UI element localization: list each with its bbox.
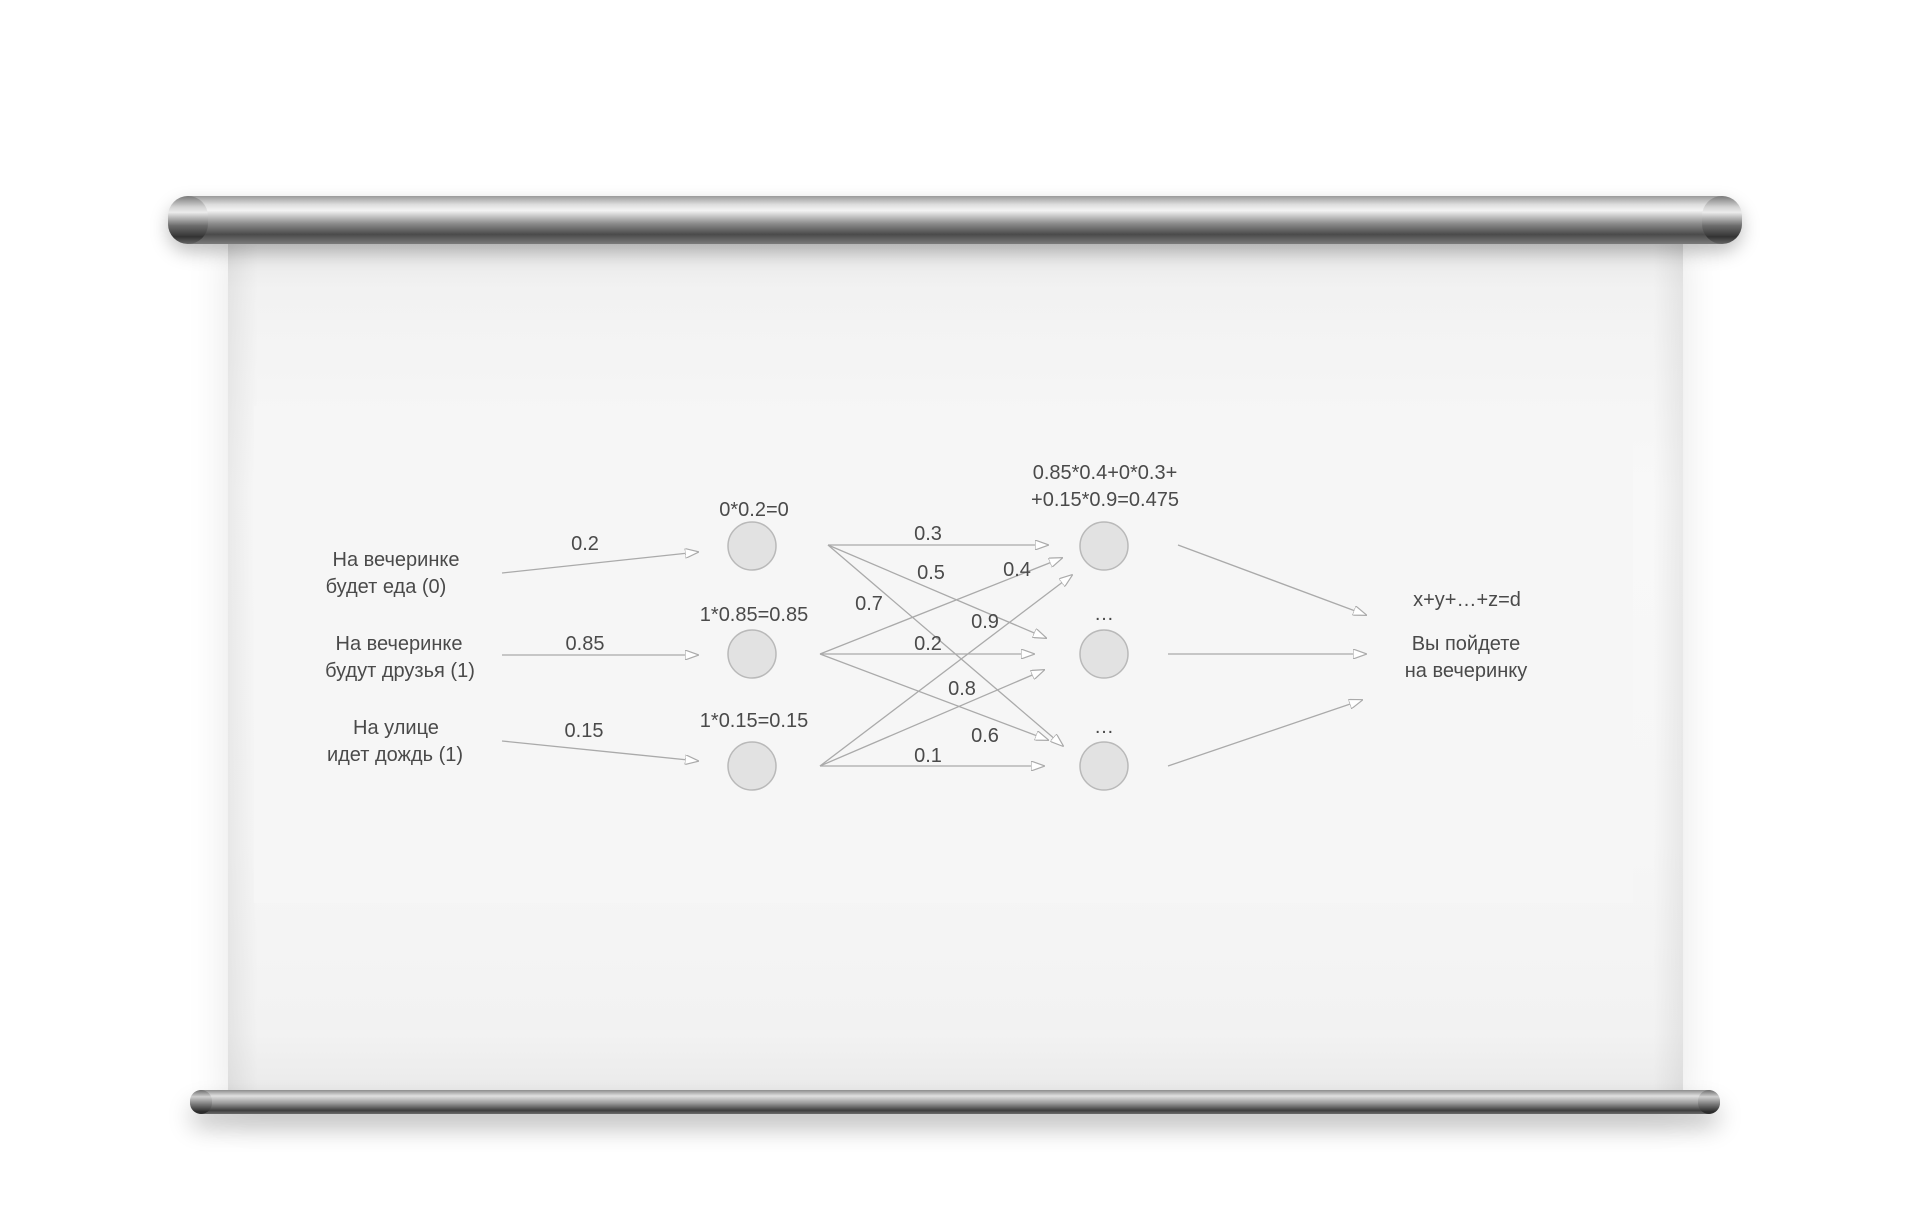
input-1-line2: будет еда (0) — [326, 576, 447, 598]
weight-hidden-8: 0.6 — [971, 725, 999, 747]
input-2-line1: На вечеринке — [336, 633, 463, 655]
layer2-label-top-line2: +0.15*0.9=0.475 — [1031, 489, 1179, 511]
weight-hidden-3: 0.4 — [1003, 559, 1031, 581]
layer1-label-1: 0*0.2=0 — [719, 499, 789, 521]
output-line2: на вечеринку — [1405, 660, 1527, 682]
edge-input3-n3 — [501, 740, 698, 761]
screen-bottom-bar — [190, 1090, 1720, 1114]
weight-hidden-7: 0.8 — [948, 678, 976, 700]
edge-n3-m2 — [819, 670, 1044, 767]
edge-n2-m3 — [819, 653, 1048, 740]
screen-top-roller — [168, 196, 1742, 244]
edge-input1-n1 — [501, 552, 698, 574]
input-1-line1: На вечеринке — [333, 549, 460, 571]
input-3-line1: На улице — [353, 717, 439, 739]
layer2-node-2 — [1079, 629, 1129, 679]
input-3-line2: идет дождь (1) — [327, 744, 463, 766]
edge-n2-m1 — [819, 558, 1062, 655]
weight-input-3: 0.15 — [565, 720, 604, 742]
weight-input-1: 0.2 — [571, 533, 599, 555]
roller-right-cap — [1702, 196, 1742, 244]
weight-hidden-5: 0.9 — [971, 611, 999, 633]
weight-hidden-2: 0.5 — [917, 562, 945, 584]
layer2-node-1 — [1079, 521, 1129, 571]
layer1-node-3 — [727, 741, 777, 791]
bar-left-cap — [190, 1090, 212, 1114]
input-2-line2: будут друзья (1) — [325, 660, 475, 682]
weight-hidden-9: 0.1 — [914, 745, 942, 767]
weight-hidden-6: 0.2 — [914, 633, 942, 655]
weight-hidden-1: 0.3 — [914, 523, 942, 545]
layer1-label-2: 1*0.85=0.85 — [700, 604, 808, 626]
layer1-node-2 — [727, 629, 777, 679]
bar-right-cap — [1698, 1090, 1720, 1114]
layer2-label-middle: … — [1094, 603, 1114, 625]
edge-n1-m3 — [827, 544, 1063, 746]
layer2-node-3 — [1079, 741, 1129, 791]
edge-m3-output — [1167, 700, 1362, 767]
weight-input-2: 0.85 — [566, 633, 605, 655]
edge-n3-m1 — [819, 575, 1072, 767]
output-formula: x+y+…+z=d — [1413, 589, 1521, 611]
layer1-label-3: 1*0.15=0.15 — [700, 710, 808, 732]
edge-m1-output — [1177, 544, 1366, 615]
roller-left-cap — [168, 196, 208, 244]
layer2-label-top-line1: 0.85*0.4+0*0.3+ — [1033, 462, 1178, 484]
layer1-node-1 — [727, 521, 777, 571]
weight-hidden-4: 0.7 — [855, 593, 883, 615]
layer2-label-bottom: … — [1094, 716, 1114, 738]
output-line1: Вы пойдете — [1412, 633, 1521, 655]
